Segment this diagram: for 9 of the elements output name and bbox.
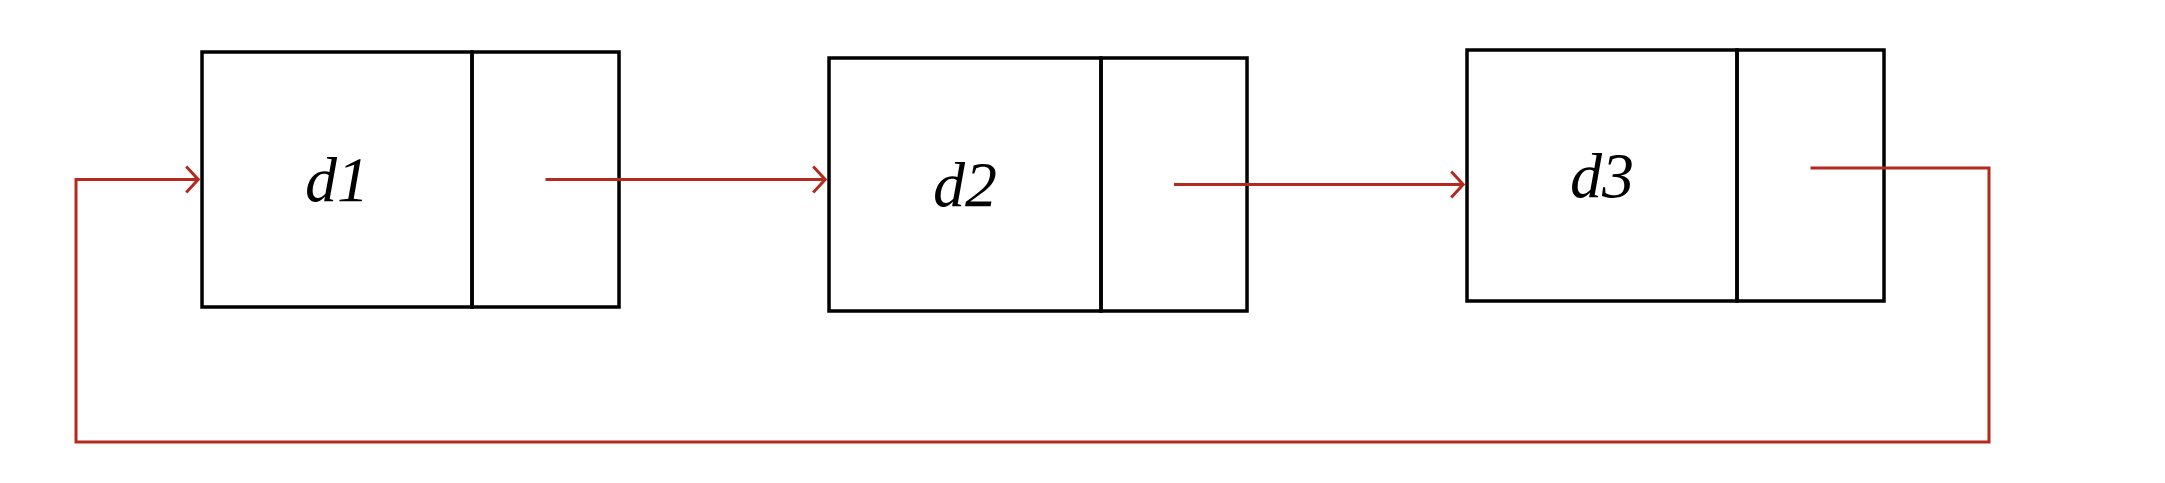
arrow <box>545 165 828 194</box>
pointer-cell <box>1099 56 1249 313</box>
data-cell: d2 <box>827 56 1103 313</box>
pointer-cell <box>1735 48 1886 303</box>
pointer-cell <box>470 50 621 309</box>
arrow <box>1174 170 1466 199</box>
data-cell: d1 <box>200 50 474 309</box>
arrow <box>74 165 1991 444</box>
data-cell: d3 <box>1465 48 1739 303</box>
